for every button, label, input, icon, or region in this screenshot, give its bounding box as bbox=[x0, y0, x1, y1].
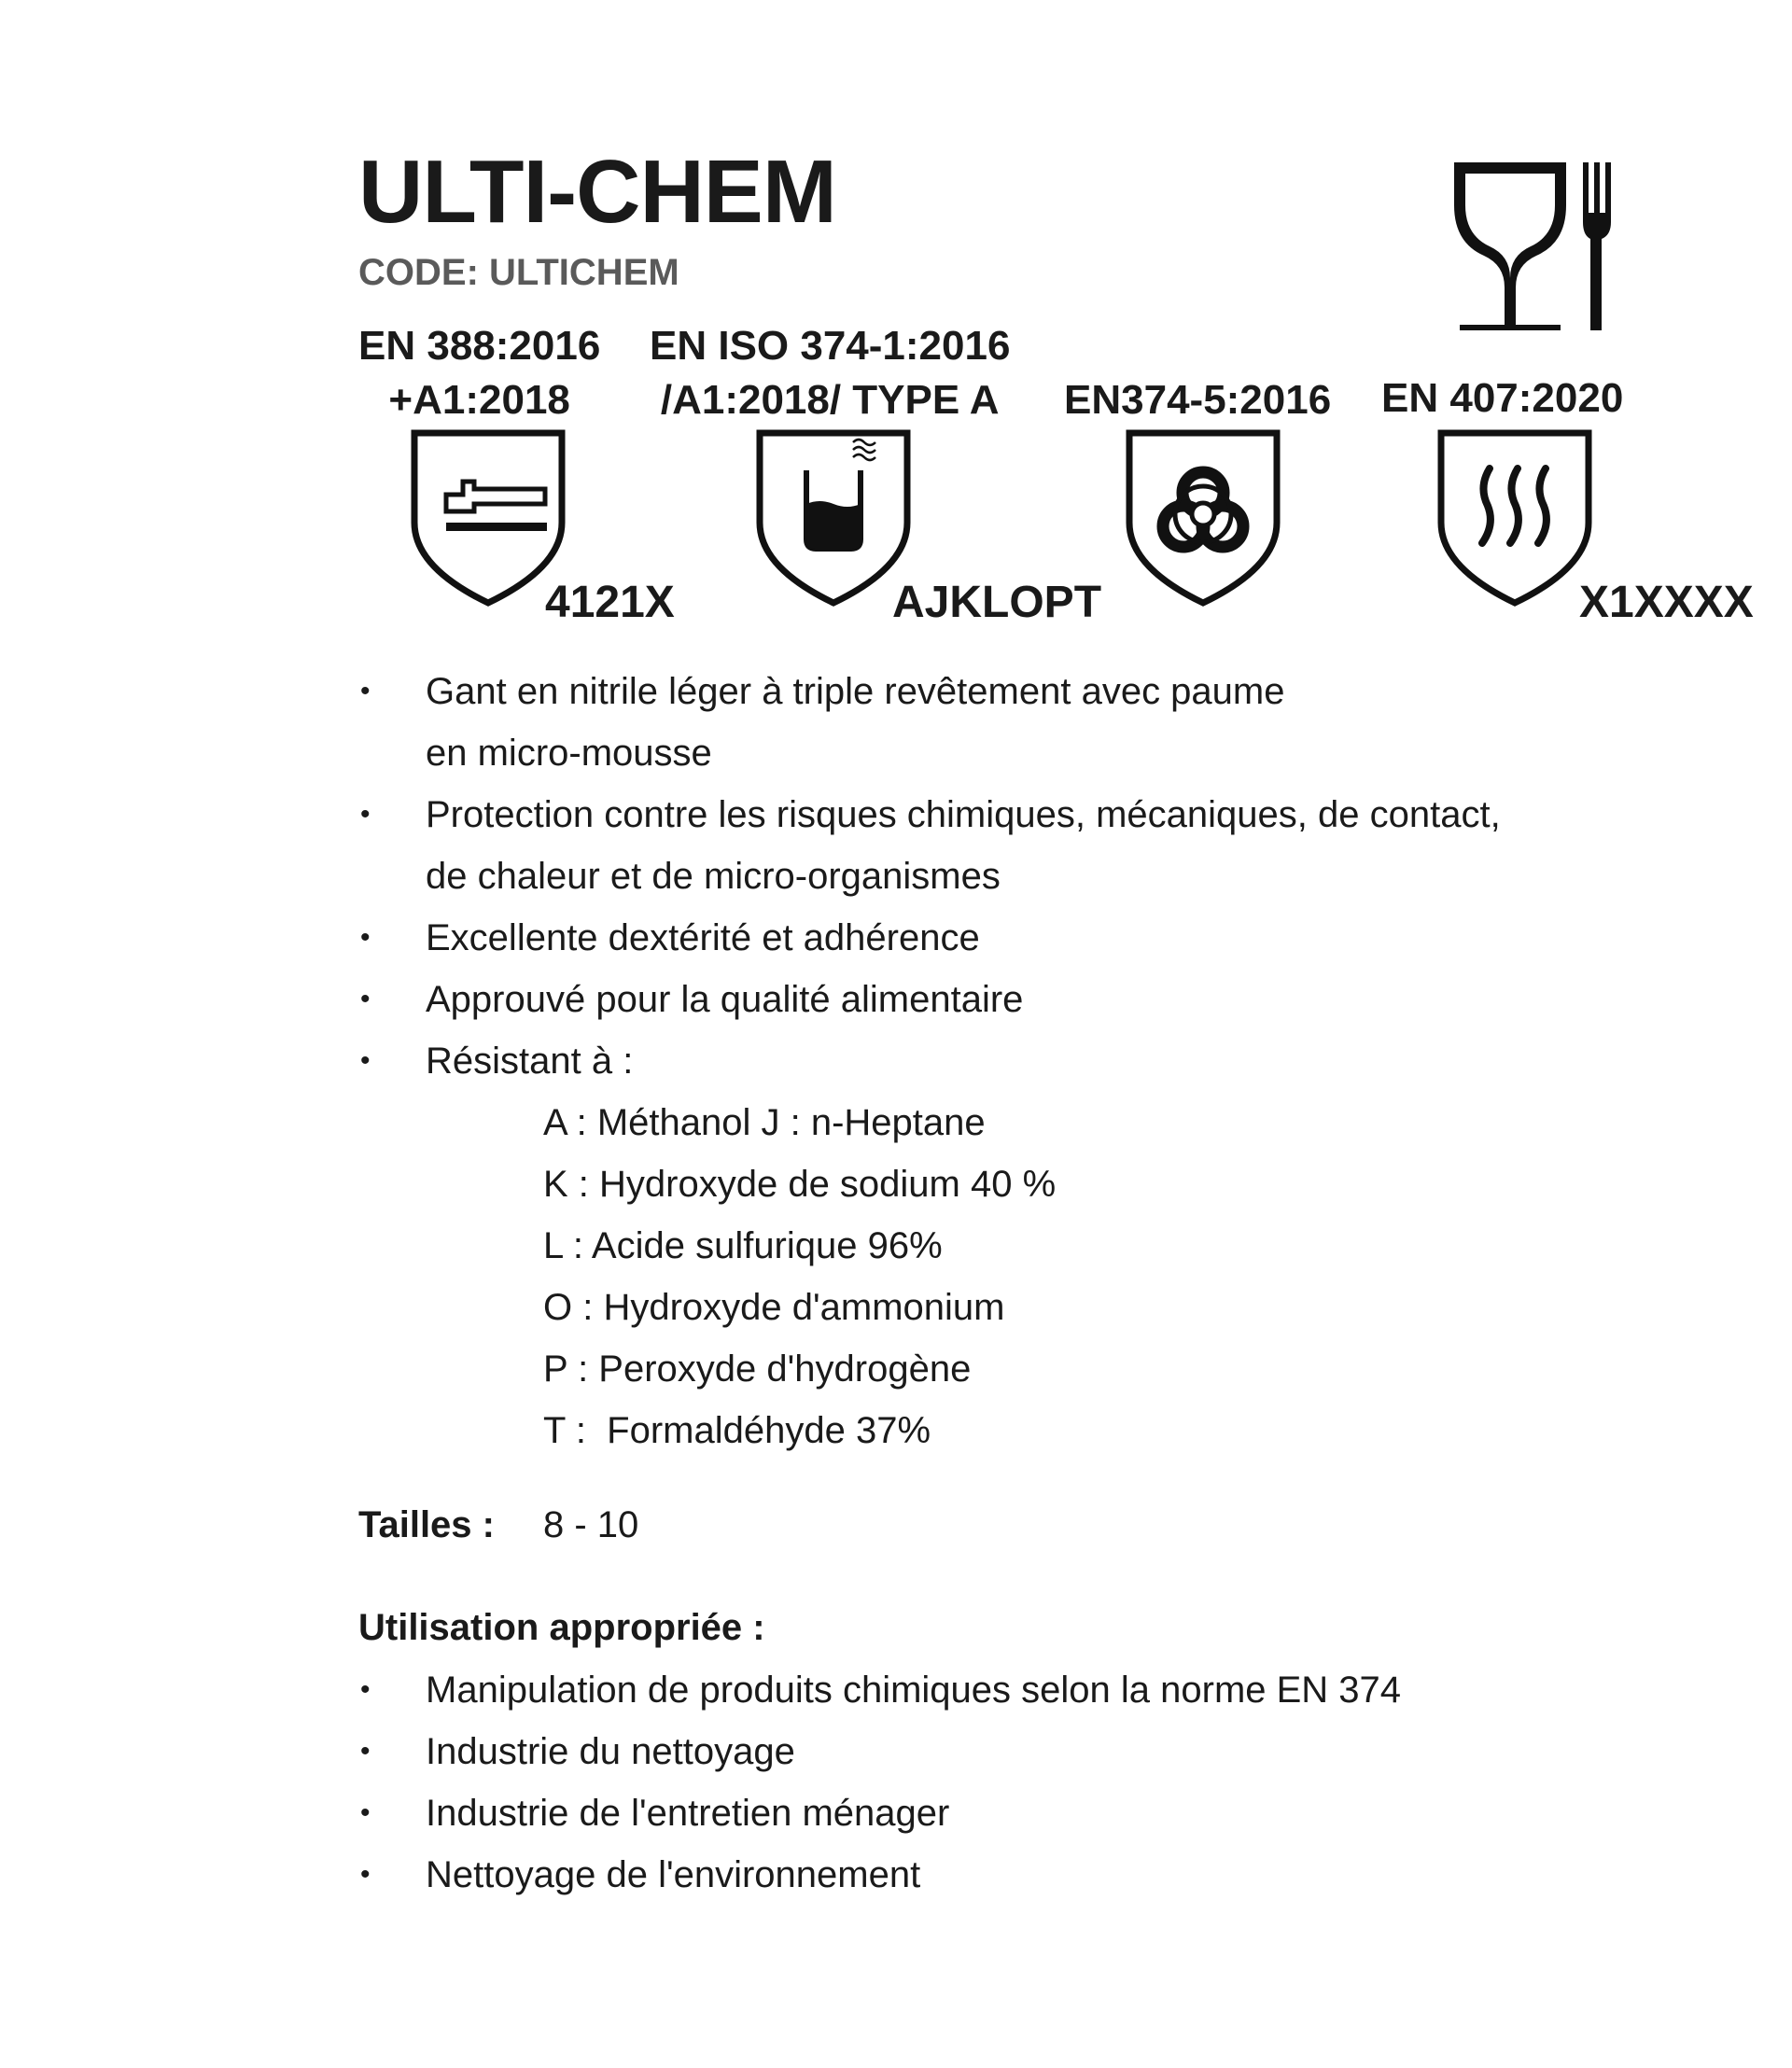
food-safe-glass-fork-icon bbox=[1454, 162, 1611, 330]
list-item: •Manipulation de produits chimiques selo… bbox=[360, 1670, 1402, 1711]
usage-title: Utilisation appropriée : bbox=[358, 1607, 765, 1648]
rating-en374-1: AJKLOPT bbox=[892, 578, 1102, 627]
list-item: •Protection contre les risques chimiques… bbox=[360, 794, 1501, 835]
sizes-label: Tailles : bbox=[358, 1504, 495, 1545]
resistance-item: T : Formaldéhyde 37% bbox=[543, 1410, 931, 1451]
rating-en407: X1XXXX bbox=[1579, 578, 1754, 627]
sizes-value: 8 - 10 bbox=[543, 1504, 639, 1545]
biohazard-icon bbox=[1126, 429, 1281, 607]
resistance-item: K : Hydroxyde de sodium 40 % bbox=[543, 1164, 1057, 1205]
product-code: CODE: ULTICHEM bbox=[358, 254, 679, 291]
standard-en388-title: EN 388:2016 +A1:2018 bbox=[358, 323, 601, 423]
list-item: •Résistant à : bbox=[360, 1041, 634, 1082]
resistance-item: L : Acide sulfurique 96% bbox=[543, 1225, 943, 1266]
list-item: •Industrie de l'entretien ménager bbox=[360, 1793, 950, 1834]
resistance-item: P : Peroxyde d'hydrogène bbox=[543, 1348, 972, 1390]
list-item: •Approuvé pour la qualité alimentaire bbox=[360, 979, 1024, 1020]
product-title: ULTI-CHEM bbox=[358, 142, 837, 242]
sizes-row: Tailles : 8 - 10 bbox=[358, 1497, 638, 1553]
standard-en374-1-title: EN ISO 374-1:2016 /A1:2018/ TYPE A bbox=[650, 323, 1011, 423]
list-item: •Excellente dextérité et adhérence bbox=[360, 917, 980, 958]
code-label: CODE: bbox=[358, 252, 479, 293]
rating-en388: 4121X bbox=[545, 578, 675, 627]
standard-en407-title: EN 407:2020 bbox=[1381, 375, 1624, 421]
resistance-item: A : Méthanol J : n-Heptane bbox=[543, 1102, 986, 1143]
list-item-continuation: de chaleur et de micro-organismes bbox=[426, 856, 1001, 897]
code-value: ULTICHEM bbox=[489, 252, 679, 293]
list-item-continuation: en micro-mousse bbox=[426, 733, 712, 774]
standard-en374-5-title: EN374-5:2016 bbox=[1064, 377, 1332, 423]
features-list: •Gant en nitrile léger à triple revêteme… bbox=[358, 661, 1646, 1461]
list-item: •Industrie du nettoyage bbox=[360, 1731, 795, 1772]
list-item: •Nettoyage de l'environnement bbox=[360, 1854, 921, 1895]
chemical-flask-icon bbox=[756, 429, 911, 607]
resistance-item: O : Hydroxyde d'ammonium bbox=[543, 1287, 1005, 1328]
mechanical-hazard-icon bbox=[411, 429, 566, 607]
list-item: •Gant en nitrile léger à triple revêteme… bbox=[360, 671, 1285, 712]
heat-flame-icon bbox=[1437, 429, 1592, 607]
usage-list: •Manipulation de produits chimiques selo… bbox=[358, 1659, 1646, 1906]
